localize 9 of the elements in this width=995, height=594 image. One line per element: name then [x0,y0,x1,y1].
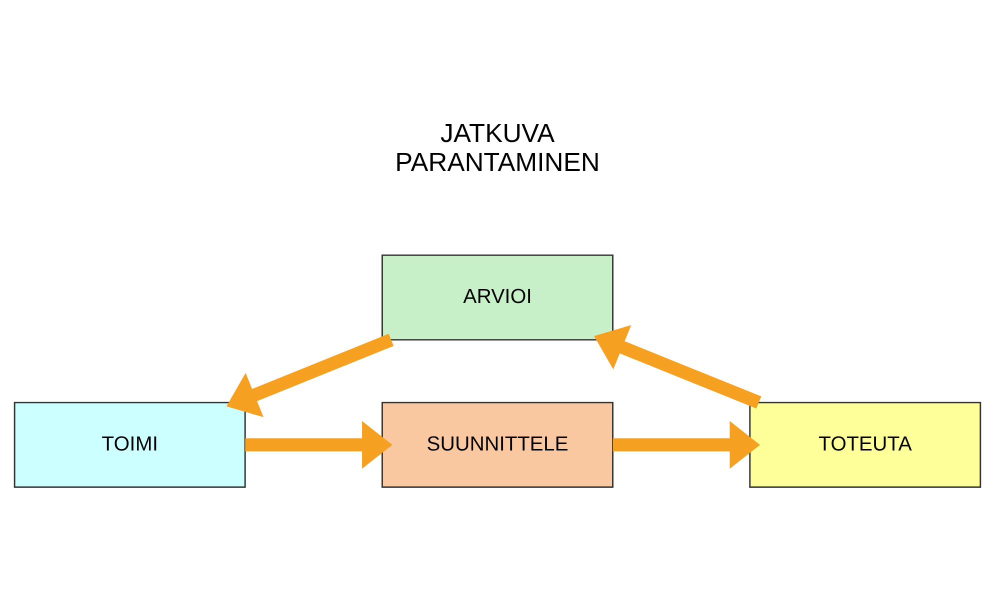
arrow [594,324,762,408]
node-box: TOIMI [14,401,246,488]
node-box: SUUNNITTELE [382,401,614,488]
node-box: ARVIOI [382,254,614,340]
label: JATKUVA PARANTAMINEN [395,117,600,177]
arrow [226,333,394,417]
arrow [245,420,392,468]
arrow [612,420,760,468]
node-box: TOTEUTA [749,401,982,488]
